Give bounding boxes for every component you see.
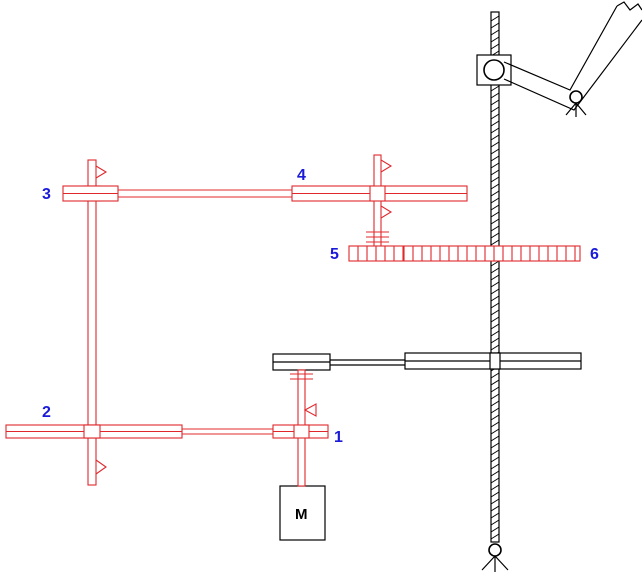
motor-label: M <box>295 506 308 523</box>
lead-screw <box>490 11 500 543</box>
label-gear-2: 2 <box>42 404 51 421</box>
black-components <box>272 1 642 572</box>
black-gear-pair <box>272 352 582 371</box>
lever-arm <box>503 1 642 117</box>
label-gear-6: 6 <box>590 246 599 263</box>
shaft-4-5 <box>366 154 393 248</box>
labels: 1 2 3 4 5 6 M <box>42 167 599 523</box>
motor-shaft <box>290 369 317 487</box>
gear-6 <box>403 245 581 262</box>
gear-3 <box>62 185 119 202</box>
label-gear-4: 4 <box>297 167 306 184</box>
label-gear-3: 3 <box>42 186 51 203</box>
label-gear-5: 5 <box>330 246 339 263</box>
gear-2 <box>5 424 183 439</box>
motor-box <box>279 485 326 541</box>
nut-block <box>476 54 512 86</box>
gear-5 <box>348 245 404 262</box>
red-components <box>5 154 581 487</box>
bottom-pivot <box>481 543 509 572</box>
label-gear-1: 1 <box>334 429 343 446</box>
